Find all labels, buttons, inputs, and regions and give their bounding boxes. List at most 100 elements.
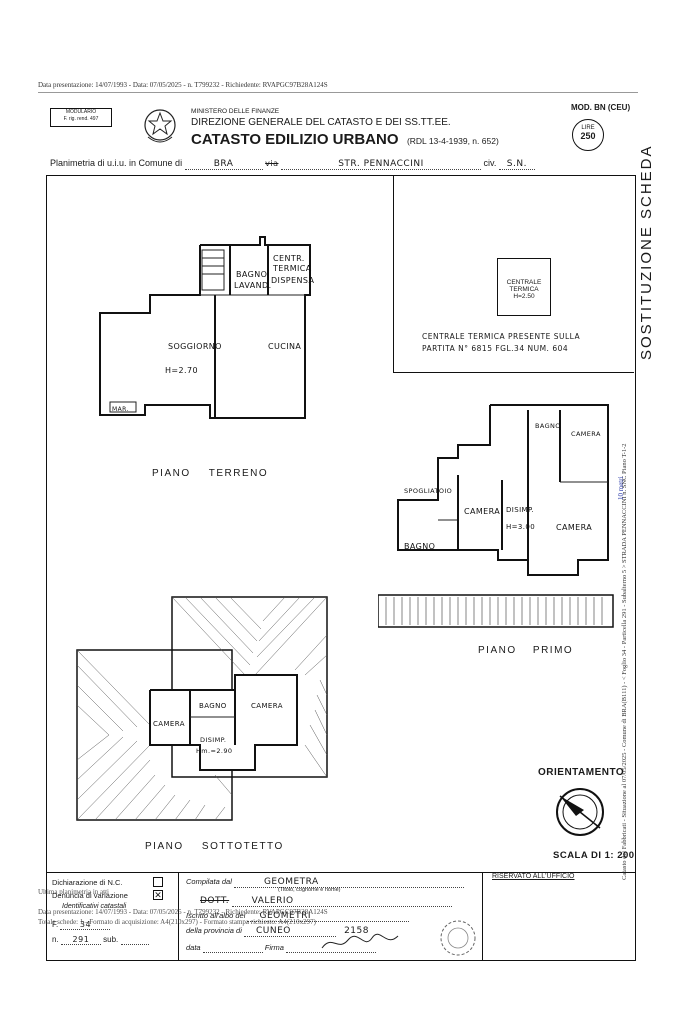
piano-sottotetto-title: PIANO SOTTOTETTO xyxy=(145,841,284,852)
primo-disimp-label: DISIMP. xyxy=(506,506,534,514)
iscritto-label: Iscritto all'albo dei xyxy=(186,911,246,920)
italy-emblem-icon xyxy=(142,107,178,147)
nome-value: VALERIO xyxy=(231,896,452,907)
via-label: via xyxy=(265,159,279,168)
foglio-row: F. 34 xyxy=(52,920,111,930)
provincia-row: della provincia di CUNEO 2158 xyxy=(186,926,369,937)
dott-value: DOTT. xyxy=(200,896,230,906)
albo-numero: 2158 xyxy=(344,926,369,936)
centrale-note-line2: PARTITA N° 6815 FGL.34 NUM. 604 xyxy=(422,344,569,353)
lire-stamp: LIRE 250 xyxy=(572,119,604,151)
firma-label: Firma xyxy=(264,943,284,952)
right-vertical-text: Catasto dei Fabbricati - Situazione al 0… xyxy=(621,443,628,880)
foglio-value: 34 xyxy=(60,920,111,930)
data-label: data xyxy=(186,943,201,952)
room-dispensa-label: DISPENSA xyxy=(271,276,314,285)
compilata-value: GEOMETRA xyxy=(233,877,464,888)
modulario-box: MODULARIO F. rig. rend. 497 xyxy=(50,108,112,127)
room-termica-label: TERMICA xyxy=(272,264,312,273)
numero-row: n. 291 sub. xyxy=(52,935,149,945)
orientamento-label: ORIENTAMENTO xyxy=(538,767,625,778)
header-rule xyxy=(38,92,638,93)
room-cucina-label: CUCINA xyxy=(268,342,301,351)
right-small-text: 10 metri xyxy=(617,476,625,500)
scala-label: SCALA DI 1: 200 xyxy=(553,850,635,861)
room-bagno-label: BAGNO xyxy=(236,270,267,279)
model-code: MOD. BN (CEU) xyxy=(571,103,631,112)
provincia-value: CUNEO xyxy=(243,926,336,937)
modulario-line1: MODULARIO xyxy=(65,109,97,115)
modulario-line2: F. rig. rend. 497 xyxy=(63,116,99,122)
roof-hatching-sottotetto xyxy=(76,596,328,821)
centrale-note-line1: CENTRALE TERMICA PRESENTE SULLA xyxy=(422,332,581,341)
dichiarazione-checkbox[interactable] xyxy=(153,877,163,887)
civ-value: S.N. xyxy=(498,159,535,170)
iscritto-row: Iscritto all'albo dei GEOMETRI xyxy=(186,911,410,922)
comune-value: BRA xyxy=(184,159,263,170)
primo-bagno-left-label: BAGNO xyxy=(404,542,435,551)
catasto-title: CATASTO EDILIZIO URBANO (RDL 13-4-1939, … xyxy=(191,131,499,149)
sotto-height-label: Hm.=2.90 xyxy=(196,747,232,755)
centrale-box-line3: H=2.50 xyxy=(513,293,535,300)
right-vertical-text-value: Catasto dei Fabbricati - Situazione al 0… xyxy=(621,443,628,880)
planimetria-prefix: Planimetria di u.i.u. in Comune di xyxy=(50,158,183,168)
primo-camera-top-label: CAMERA xyxy=(571,430,601,438)
denuncia-label: Denuncia di variazione xyxy=(52,891,128,900)
lire-value: 250 xyxy=(580,131,596,141)
side-title-text: SOSTITUZIONE SCHEDA xyxy=(638,144,655,360)
riservato-label: RISERVATO ALL'UFFICIO xyxy=(492,873,575,880)
plan-piano-sottotetto: CAMERA BAGNO CAMERA DISIMP. Hm.=2.90 xyxy=(76,596,328,821)
rdl-text: (RDL 13-4-1939, n. 652) xyxy=(406,136,499,146)
catasto-title-text: CATASTO EDILIZIO URBANO xyxy=(191,131,399,148)
primo-camera-center-label: CAMERA xyxy=(464,507,500,516)
firma-value xyxy=(286,943,377,953)
compilata-label: Compilata dal xyxy=(186,877,232,886)
centrale-box-line2: TERMICA xyxy=(509,286,539,293)
albo-stamp-icon xyxy=(438,918,478,958)
denuncia-checkbox[interactable]: ✕ xyxy=(153,890,163,900)
via-value: STR. PENNACCINI xyxy=(280,159,481,170)
overlay-totale-line: Totale schede: 1 - Formato di acquisizio… xyxy=(38,918,316,926)
room-mar-label: MAR. xyxy=(112,406,129,413)
sotto-disimp-label: DISIMP. xyxy=(200,736,226,744)
sub-value xyxy=(120,935,149,945)
sotto-camera-right-label: CAMERA xyxy=(251,702,283,710)
header-presentation-line: Data presentazione: 14/07/1993 - Data: 0… xyxy=(38,81,328,89)
plan-piano-terreno: BAGNO LAVAND. CENTR. TERMICA DISPENSA SO… xyxy=(99,236,314,419)
room-lavand-label: LAVAND. xyxy=(234,281,272,290)
centrale-box-line1: CENTRALE xyxy=(506,279,542,286)
dichiarazione-label: Dichiarazione di N.C. xyxy=(52,878,123,887)
centrale-section xyxy=(393,176,634,373)
planimetria-line: Planimetria di u.i.u. in Comune di BRA v… xyxy=(50,158,610,170)
primo-height-label: H=3.00 xyxy=(506,523,535,531)
right-small-text-value: 10 metri xyxy=(617,476,625,500)
numero-label: n. xyxy=(52,935,59,944)
primo-spogliatoio-label: SPOGLIATOIO xyxy=(404,487,452,495)
overlay-presentation-line: Data presentazione: 14/07/1993 - Data: 0… xyxy=(38,908,328,916)
numero-value: 291 xyxy=(60,935,101,945)
ministry-name: MINISTERO DELLE FINANZE xyxy=(191,108,280,115)
side-title: SOSTITUZIONE SCHEDA xyxy=(638,144,656,360)
room-centr-label: CENTR. xyxy=(273,254,305,263)
footer-divider-left xyxy=(178,872,179,960)
sub-label: sub. xyxy=(103,935,119,944)
signature-scribble xyxy=(320,930,400,954)
compass-icon xyxy=(554,786,606,838)
piano-primo-title: PIANO PRIMO xyxy=(478,645,574,656)
primo-camera-right-label: CAMERA xyxy=(556,523,592,532)
footer-block xyxy=(46,872,636,961)
centrale-box: CENTRALE TERMICA H=2.50 xyxy=(497,258,551,316)
provincia-label: della provincia di xyxy=(186,926,242,935)
direction-name: DIREZIONE GENERALE DEL CATASTO E DEI SS.… xyxy=(191,117,451,128)
compilata-row: Compilata dal GEOMETRA xyxy=(186,877,464,888)
iscritto-value: GEOMETRI xyxy=(247,911,410,922)
footer-divider-right xyxy=(482,872,483,960)
roof-hatching-primo xyxy=(385,597,603,625)
plan-piano-primo: BAGNO CAMERA SPOGLIATOIO CAMERA DISIMP. … xyxy=(378,404,614,628)
sotto-camera-left-label: CAMERA xyxy=(153,720,185,728)
room-terreno-height-label: H=2.70 xyxy=(165,366,198,375)
civ-label: civ. xyxy=(483,158,497,168)
piano-terreno-title: PIANO TERRENO xyxy=(152,468,269,479)
data-firma-row: data Firma xyxy=(186,943,377,953)
data-value xyxy=(202,943,263,953)
